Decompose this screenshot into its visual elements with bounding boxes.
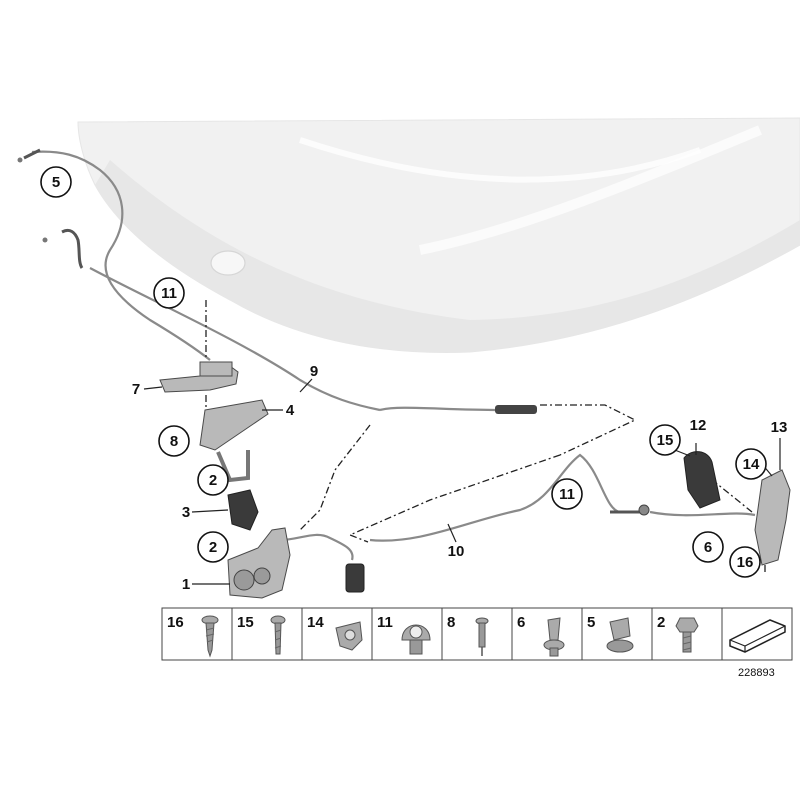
part-release-handle: [159, 361, 239, 393]
callout-text: 2: [209, 539, 217, 556]
callout-9: 9: [310, 363, 318, 380]
callout-text: 15: [657, 432, 674, 449]
callout-2-upper: 2: [197, 464, 229, 496]
callout-text: 16: [737, 554, 754, 571]
table-cell-number: 11: [377, 614, 393, 631]
callout-5: 5: [40, 166, 72, 198]
callout-text: 8: [170, 433, 178, 450]
callout-text: 14: [743, 456, 760, 473]
callout-10: 10: [448, 543, 465, 560]
table-cell-number: 15: [237, 614, 254, 631]
table-cell-number: 5: [587, 614, 595, 631]
callout-11-lower: 11: [551, 478, 583, 510]
reference-number: 228893: [738, 667, 775, 679]
expanding-rivet-icon: [543, 617, 565, 657]
part-hood-lock: [227, 527, 365, 599]
callout-8: 8: [158, 425, 190, 457]
cable-clip-icon: [401, 624, 431, 655]
callout-3: 3: [182, 504, 190, 521]
table-cell-number: 16: [167, 614, 184, 631]
hood-seal-cap: [210, 250, 246, 276]
table-cell-number: 2: [657, 614, 665, 631]
part-latch-sensor: [227, 489, 259, 531]
table-cell-number: 8: [447, 614, 455, 631]
part-gas-strut-bracket: [683, 451, 721, 509]
callout-2-lower: 2: [197, 531, 229, 563]
callout-16: 16: [729, 546, 761, 578]
part-safety-catch: [199, 399, 269, 483]
bowden-cables: [17, 148, 756, 561]
push-clip-icon: [606, 617, 634, 653]
callout-text: 5: [52, 174, 60, 191]
callout-6: 6: [692, 531, 724, 563]
fastener-table: 16 15 14 11 8 6 5 2: [161, 607, 793, 661]
callouts: 5 11 9 7 4 8 2 3 2 1 11 10 12 15: [40, 166, 788, 593]
rivet-icon: [475, 617, 489, 656]
gasket-strip-icon: [729, 619, 786, 653]
callout-12: 12: [690, 417, 707, 434]
callout-4: 4: [286, 402, 295, 419]
callout-text: 6: [704, 539, 712, 556]
callout-text: 11: [161, 285, 177, 302]
cable-connector: [495, 405, 537, 414]
callout-14: 14: [735, 448, 767, 480]
callout-11: 11: [153, 277, 185, 309]
table-cell-number: 14: [307, 614, 324, 631]
hood-panel: [77, 117, 800, 353]
self-tapping-screw-icon: [201, 615, 219, 658]
lock-connector: [345, 563, 365, 593]
spire-nut-icon: [335, 621, 363, 651]
callout-13: 13: [771, 419, 788, 436]
callout-1: 1: [182, 576, 190, 593]
screw-icon: [270, 615, 286, 655]
callout-15: 15: [649, 424, 681, 456]
callout-text: 2: [209, 472, 217, 489]
part-hinge-bracket: [754, 469, 791, 566]
hex-bolt-icon: [675, 617, 699, 653]
table-cell-number: 6: [517, 614, 525, 631]
callout-7: 7: [132, 381, 140, 398]
callout-text: 11: [559, 486, 575, 503]
